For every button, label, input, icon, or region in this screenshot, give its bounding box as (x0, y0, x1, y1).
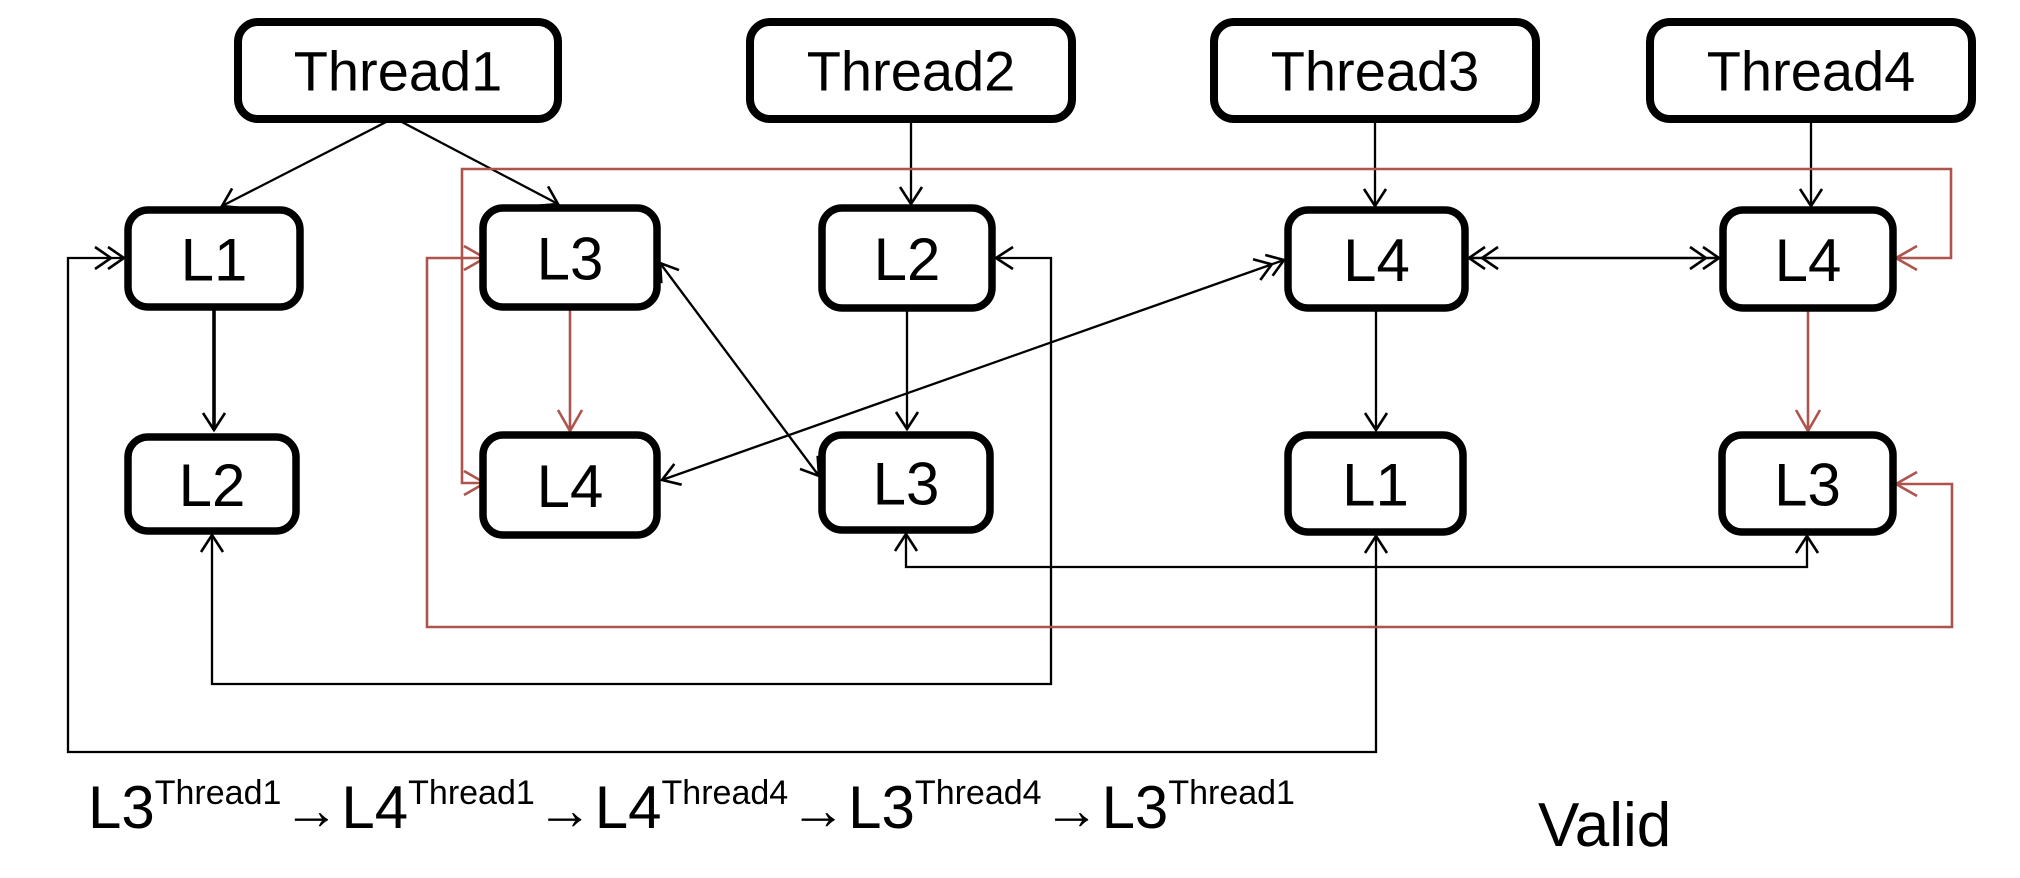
node-l1-thread3: L1 (1284, 431, 1467, 536)
caption-lock-5: L3 (1101, 774, 1169, 841)
node-label-l4-thread4: L4 (1775, 227, 1842, 294)
node-l3-thread4: L3 (1718, 431, 1897, 536)
caption-thread-sup-2: Thread1 (408, 774, 535, 812)
node-l3-thread1: L3 (479, 204, 661, 311)
node-l4-thread1: L4 (479, 431, 661, 539)
node-label-l3-thread1: L3 (537, 226, 604, 293)
node-l3-thread2: L3 (818, 431, 994, 534)
node-label-l4-thread3: L4 (1343, 227, 1410, 294)
edge-l3t2-l3t4-bidir (893, 531, 1820, 569)
node-label-l1-thread3: L1 (1342, 452, 1409, 519)
caption-arrow-icon: → (790, 778, 847, 841)
node-label-l2-thread2: L2 (874, 226, 941, 293)
node-label-thread3: Thread3 (1271, 40, 1480, 103)
node-thread2: Thread2 (746, 18, 1076, 123)
node-thread3: Thread3 (1210, 18, 1540, 123)
caption-arrow-icon: → (536, 778, 593, 841)
caption-thread-sup-5: Thread1 (1168, 774, 1295, 812)
node-label-thread1: Thread1 (294, 40, 503, 103)
verdict-label: Valid (1538, 791, 1672, 860)
caption-thread-sup-1: Thread1 (154, 774, 282, 812)
node-label-l3-thread4: L3 (1774, 452, 1841, 519)
edge-thread1-to-l3 (399, 119, 561, 208)
caption-lock-1: L3 (88, 774, 155, 841)
caption-lock-2: L4 (341, 774, 409, 841)
node-l1-thread1: L1 (124, 206, 304, 311)
node-thread4: Thread4 (1646, 18, 1976, 123)
node-l4-thread4: L4 (1719, 206, 1897, 312)
node-label-l2-thread1: L2 (179, 452, 246, 519)
node-label-l1-thread1: L1 (181, 227, 248, 294)
edges-layer (66, 119, 1954, 754)
caption-lock-4: L3 (848, 774, 915, 841)
node-label-thread4: Thread4 (1707, 40, 1916, 103)
caption-thread-sup-3: Thread4 (661, 774, 789, 812)
edge-l1t1-l1t3-bidir (66, 245, 1389, 754)
caption-lock-3: L4 (594, 774, 662, 841)
edge-l3t1-l3t4-red-loop (425, 244, 1954, 629)
caption-arrow-icon: → (283, 778, 340, 841)
edge-l3t1-l3t2-bidir (658, 261, 821, 478)
node-l2-thread1: L2 (124, 433, 300, 535)
node-label-l4-thread1: L4 (537, 453, 604, 520)
node-label-thread2: Thread2 (807, 40, 1016, 103)
node-label-l3-thread2: L3 (873, 451, 940, 518)
edge-thread1-to-l1 (219, 119, 389, 210)
node-l4-thread3: L4 (1284, 206, 1469, 312)
node-thread1: Thread1 (234, 18, 562, 123)
node-l2-thread2: L2 (818, 204, 996, 312)
caption-arrow-icon: → (1043, 778, 1100, 841)
caption-thread-sup-4: Thread4 (914, 774, 1042, 812)
